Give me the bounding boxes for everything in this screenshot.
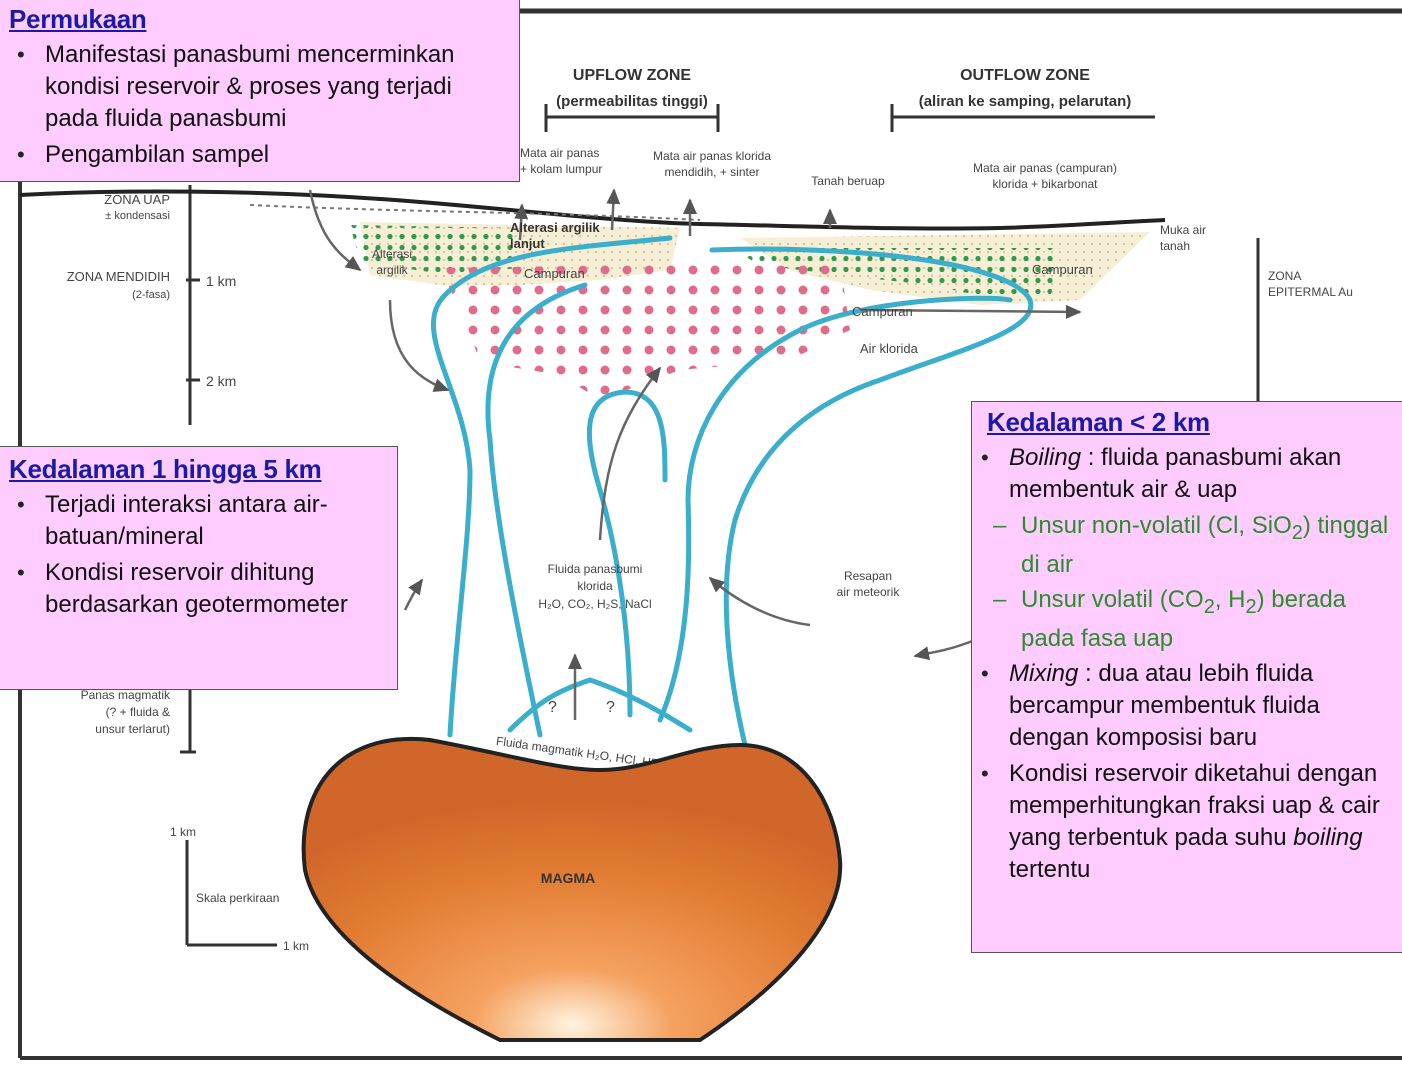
mixing-term: Mixing — [1009, 660, 1078, 687]
mixing-bullet: Mixing : dua atau lebih fluida bercampur… — [973, 658, 1395, 754]
magmatic-heat-sub2: unsur terlarut) — [95, 722, 170, 736]
outflow-zone-header: OUTFLOW ZONE (aliran ke samping, pelarut… — [892, 67, 1155, 132]
scale-label: Skala perkiraan — [196, 891, 279, 905]
hotspring-chloride-label: Mata air panas klorida — [653, 149, 771, 163]
hotspring-chloride-sub: mendidih, + sinter — [664, 165, 759, 179]
surface-box-list: Manifestasi panasbumi mencerminkan kondi… — [9, 39, 505, 171]
scale-1km-horizontal: 1 km — [283, 939, 309, 953]
magmatic-heat-sub1: (? + fluida & — [106, 705, 170, 719]
upflow-zone-header: UPFLOW ZONE (permeabilitas tinggi) — [546, 67, 718, 132]
depth-1-5-bullet-1: Terjadi interaksi antara air-batuan/mine… — [9, 489, 385, 553]
meteoric-sub: air meteorik — [837, 585, 901, 599]
surface-bullet-1: Manifestasi panasbumi mencerminkan kondi… — [9, 39, 505, 135]
magmatic-heat-label: Panas magmatik — [81, 688, 171, 702]
steam-zone-label: ZONA UAP — [104, 192, 170, 207]
water-table-sub: tanah — [1160, 239, 1190, 253]
boiling-zone-sub: (2-fasa) — [132, 289, 170, 301]
hotspring-mixed-sub: klorida + bikarbonat — [992, 177, 1098, 191]
reservoir-suffix: tertentu — [1009, 856, 1090, 883]
volatile-sub-bullet: Unsur volatil (CO2, H2) berada pada fasa… — [973, 584, 1395, 654]
boiling-bullet: Boiling : fluida panasbumi akan membentu… — [973, 442, 1395, 506]
reservoir-term: boiling — [1293, 824, 1362, 851]
reservoir-bullet: Kondisi reservoir diketahui dengan mempe… — [973, 758, 1395, 886]
depth-1-5-bullet-2: Kondisi reservoir dihitung berdasarkan g… — [9, 557, 385, 621]
steaming-ground-label: Tanah beruap — [811, 174, 885, 188]
depth-lt2-info-box: Kedalaman < 2 km Boiling : fluida panasb… — [971, 401, 1402, 953]
upflow-zone-title: UPFLOW ZONE — [573, 67, 692, 84]
fluid-label: Fluida panasbumi — [548, 562, 643, 576]
upflow-zone-sub: (permeabilitas tinggi) — [556, 93, 708, 110]
depth-lt2-box-title: Kedalaman < 2 km — [987, 406, 1395, 438]
outflow-zone-sub: (aliran ke samping, pelarutan) — [919, 93, 1132, 110]
water-table-label: Muka air — [1160, 223, 1206, 237]
mixing-label-2: Campuran — [1032, 262, 1093, 277]
hotspring-mud-label: Mata air panas — [520, 146, 599, 160]
magma-body — [304, 739, 841, 1040]
scale-bar: 1 km 1 km Skala perkiraan — [170, 825, 309, 953]
scale-1km-vertical: 1 km — [170, 825, 196, 839]
question-mark-2: ? — [606, 699, 615, 716]
depth-1-5-box-list: Terjadi interaksi antara air-batuan/mine… — [9, 489, 385, 621]
mixing-label-3: Campuran — [852, 304, 913, 319]
chloride-water-label: Air klorida — [860, 341, 919, 356]
argillic-label: Alterasi argilik — [510, 220, 600, 235]
hotspring-mixed-label: Mata air panas (campuran) — [973, 161, 1117, 175]
boiling-zone-label: ZONA MENDIDIH — [67, 269, 170, 284]
surface-info-box: Permukaan Manifestasi panasbumi mencermi… — [0, 0, 520, 182]
non-volatile-sub-bullet: Unsur non-volatil (Cl, SiO2) tinggal di … — [973, 510, 1395, 580]
depth-1km-label: 1 km — [206, 273, 236, 289]
fluid-sub-1: klorida — [577, 579, 613, 593]
steam-zone-sub: ± kondensasi — [105, 210, 170, 222]
argillic-left-sub: argilik — [376, 263, 408, 277]
boiling-dots — [440, 262, 850, 400]
hotspring-mud-sub: + kolam lumpur — [520, 162, 602, 176]
fluid-sub-2: H₂O, CO₂, H₂S, NaCl — [538, 597, 651, 611]
epithermal-sub: EPITERMAL Au — [1268, 285, 1353, 299]
magma-label: MAGMA — [541, 870, 595, 886]
question-mark-1: ? — [548, 699, 557, 716]
depth-1-5-info-box: Kedalaman 1 hingga 5 km Terjadi interaks… — [0, 446, 398, 690]
outflow-zone-title: OUTFLOW ZONE — [960, 67, 1090, 84]
surface-bullet-2: Pengambilan sampel — [9, 139, 505, 171]
depth-2km-label: 2 km — [206, 373, 236, 389]
mixing-label-1: Campuran — [524, 266, 585, 281]
argillic-left-label: Alterasi — [372, 247, 412, 261]
epithermal-label: ZONA — [1268, 269, 1301, 283]
depth-1-5-box-title: Kedalaman 1 hingga 5 km — [9, 453, 385, 485]
boiling-term: Boiling — [1009, 444, 1081, 471]
surface-box-title: Permukaan — [9, 3, 505, 35]
meteoric-label: Resapan — [844, 569, 892, 583]
argillic-sub: lanjut — [510, 236, 545, 251]
depth-lt2-box-list: Boiling : fluida panasbumi akan membentu… — [973, 442, 1395, 886]
